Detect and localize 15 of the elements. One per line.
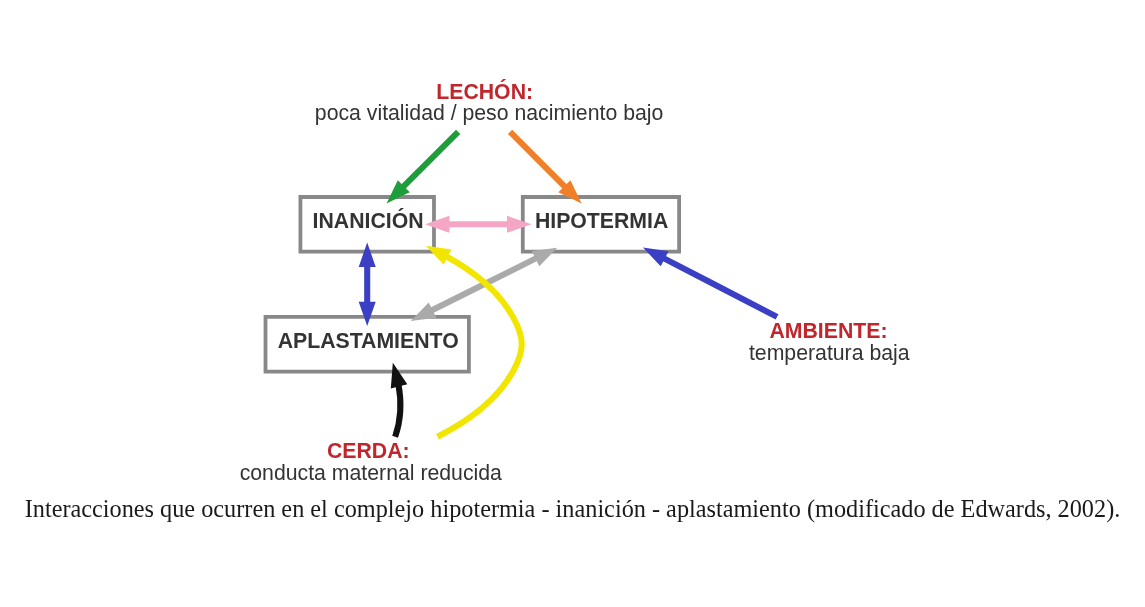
arrow bbox=[425, 215, 532, 233]
arrow bbox=[643, 247, 779, 320]
caption: Interacciones que ocurren en el complejo hipotermia - inanición - aplastamiento (modificado de Edwards, 2002). bbox=[24, 494, 1121, 522]
arrow bbox=[507, 129, 582, 203]
arrow bbox=[410, 247, 558, 321]
node-text: LECHÓN: poca vitalidad / peso nacimiento bajo bbox=[314, 79, 664, 125]
node-text: CERDA: conducta maternal reducida bbox=[239, 438, 502, 485]
arrow bbox=[386, 129, 461, 203]
arrow bbox=[390, 362, 408, 438]
node-box: APLASTAMIENTO bbox=[263, 314, 471, 373]
node-text: AMBIENTE: temperatura baja bbox=[748, 318, 910, 365]
node-box: INANICIÓN bbox=[298, 194, 436, 254]
node-box: HIPOTERMIA bbox=[520, 194, 682, 254]
arrow bbox=[425, 245, 525, 439]
arrow bbox=[358, 242, 376, 326]
